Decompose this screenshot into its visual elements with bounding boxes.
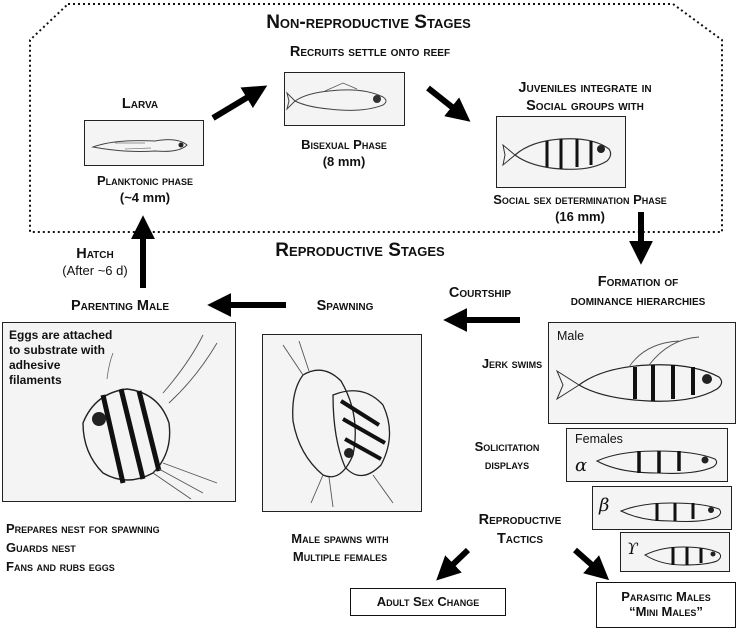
- solicitation-line2: displays: [484, 457, 530, 472]
- larva-image: [84, 120, 204, 166]
- juveniles-title-line2: Social groups with: [526, 98, 644, 114]
- female-alpha-icon: [595, 450, 718, 474]
- adult-sex-change-label: Adult Sex Change: [376, 593, 480, 609]
- female-gamma-icon: [643, 546, 722, 566]
- jerk-swims-label: Jerk swims: [481, 356, 543, 371]
- parenting-note-3: adhesive: [9, 358, 61, 372]
- male-image: Male: [548, 322, 736, 424]
- adult-sex-change-box: Adult Sex Change: [350, 588, 506, 616]
- tactics-title-line1: Reproductive: [478, 512, 562, 528]
- recruits-size: (8 mm): [322, 154, 366, 169]
- female-alpha-image: Females α: [566, 428, 728, 482]
- juveniles-image: [496, 116, 626, 188]
- female-beta-icon: [619, 502, 722, 522]
- spawning-caption-line1: Male spawns with: [291, 531, 389, 546]
- larva-fish-icon: [91, 139, 188, 152]
- parenting-note-4: filaments: [9, 373, 62, 387]
- spawning-caption-line2: Multiple females: [292, 549, 388, 564]
- beta-label: β: [599, 495, 610, 516]
- alpha-label: α: [575, 455, 588, 476]
- juvenile-fish-icon: [502, 138, 612, 170]
- arrow-larva-to-recruits: [211, 85, 268, 121]
- tactics-title-line2: Tactics: [496, 531, 544, 547]
- recruits-caption: Bisexual Phase: [301, 137, 387, 152]
- parenting-note-2: to substrate with: [9, 343, 106, 357]
- parenting-image: Eggs are attached to substrate with adhe…: [2, 322, 236, 502]
- females-label: Females: [575, 432, 623, 446]
- parenting-title: Parenting Male: [70, 298, 169, 314]
- larva-title: Larva: [121, 96, 159, 112]
- hatch-title: Hatch: [76, 246, 114, 262]
- spawning-image: [262, 334, 422, 512]
- reproductive-heading: Reproductive Stages: [275, 240, 445, 261]
- larva-size: (~4 mm): [119, 190, 171, 205]
- parasitic-males-line1: Parasitic Males: [621, 589, 711, 605]
- parenting-list-2: Guards nest: [6, 540, 76, 555]
- spawning-pair-icon: [282, 340, 394, 508]
- non-reproductive-heading: Non-reproductive Stages: [266, 12, 471, 33]
- male-label: Male: [557, 329, 585, 343]
- arrow-tactics-to-sex-change: [436, 547, 471, 581]
- dominance-title-line2: dominance hierarchies: [570, 293, 706, 309]
- parenting-note-1: Eggs are attached: [9, 328, 113, 342]
- courtship-title: Courtship: [448, 285, 512, 301]
- arrow-tactics-to-parasitic: [573, 547, 610, 581]
- recruits-image: [284, 72, 405, 126]
- parenting-list-1: Prepares nest for spawning: [6, 521, 160, 536]
- recruit-fish-icon: [286, 82, 387, 111]
- parasitic-males-box: Parasitic Males “Mini Males”: [596, 582, 736, 628]
- juveniles-title-line1: Juveniles integrate in: [518, 80, 652, 96]
- spawning-title: Spawning: [316, 298, 374, 314]
- juveniles-caption: Social sex determination Phase: [493, 192, 667, 207]
- dominance-title-line1: Formation of: [597, 274, 679, 290]
- solicitation-line1: Solicitation: [474, 439, 540, 454]
- female-beta-image: β: [592, 486, 732, 530]
- gamma-label: ϒ: [627, 539, 638, 558]
- juveniles-size: (16 mm): [555, 209, 605, 224]
- dominant-male-icon: [555, 336, 723, 402]
- hatch-note: (After ~6 d): [62, 263, 128, 278]
- female-gamma-image: ϒ: [620, 532, 730, 572]
- larva-caption: Planktonic phase: [96, 173, 194, 188]
- parasitic-males-line2: “Mini Males”: [629, 604, 703, 619]
- recruits-title: Recruits settle onto reef: [289, 44, 451, 60]
- parenting-list-3: Fans and rubs eggs: [6, 559, 115, 574]
- parenting-male-icon: [82, 334, 218, 500]
